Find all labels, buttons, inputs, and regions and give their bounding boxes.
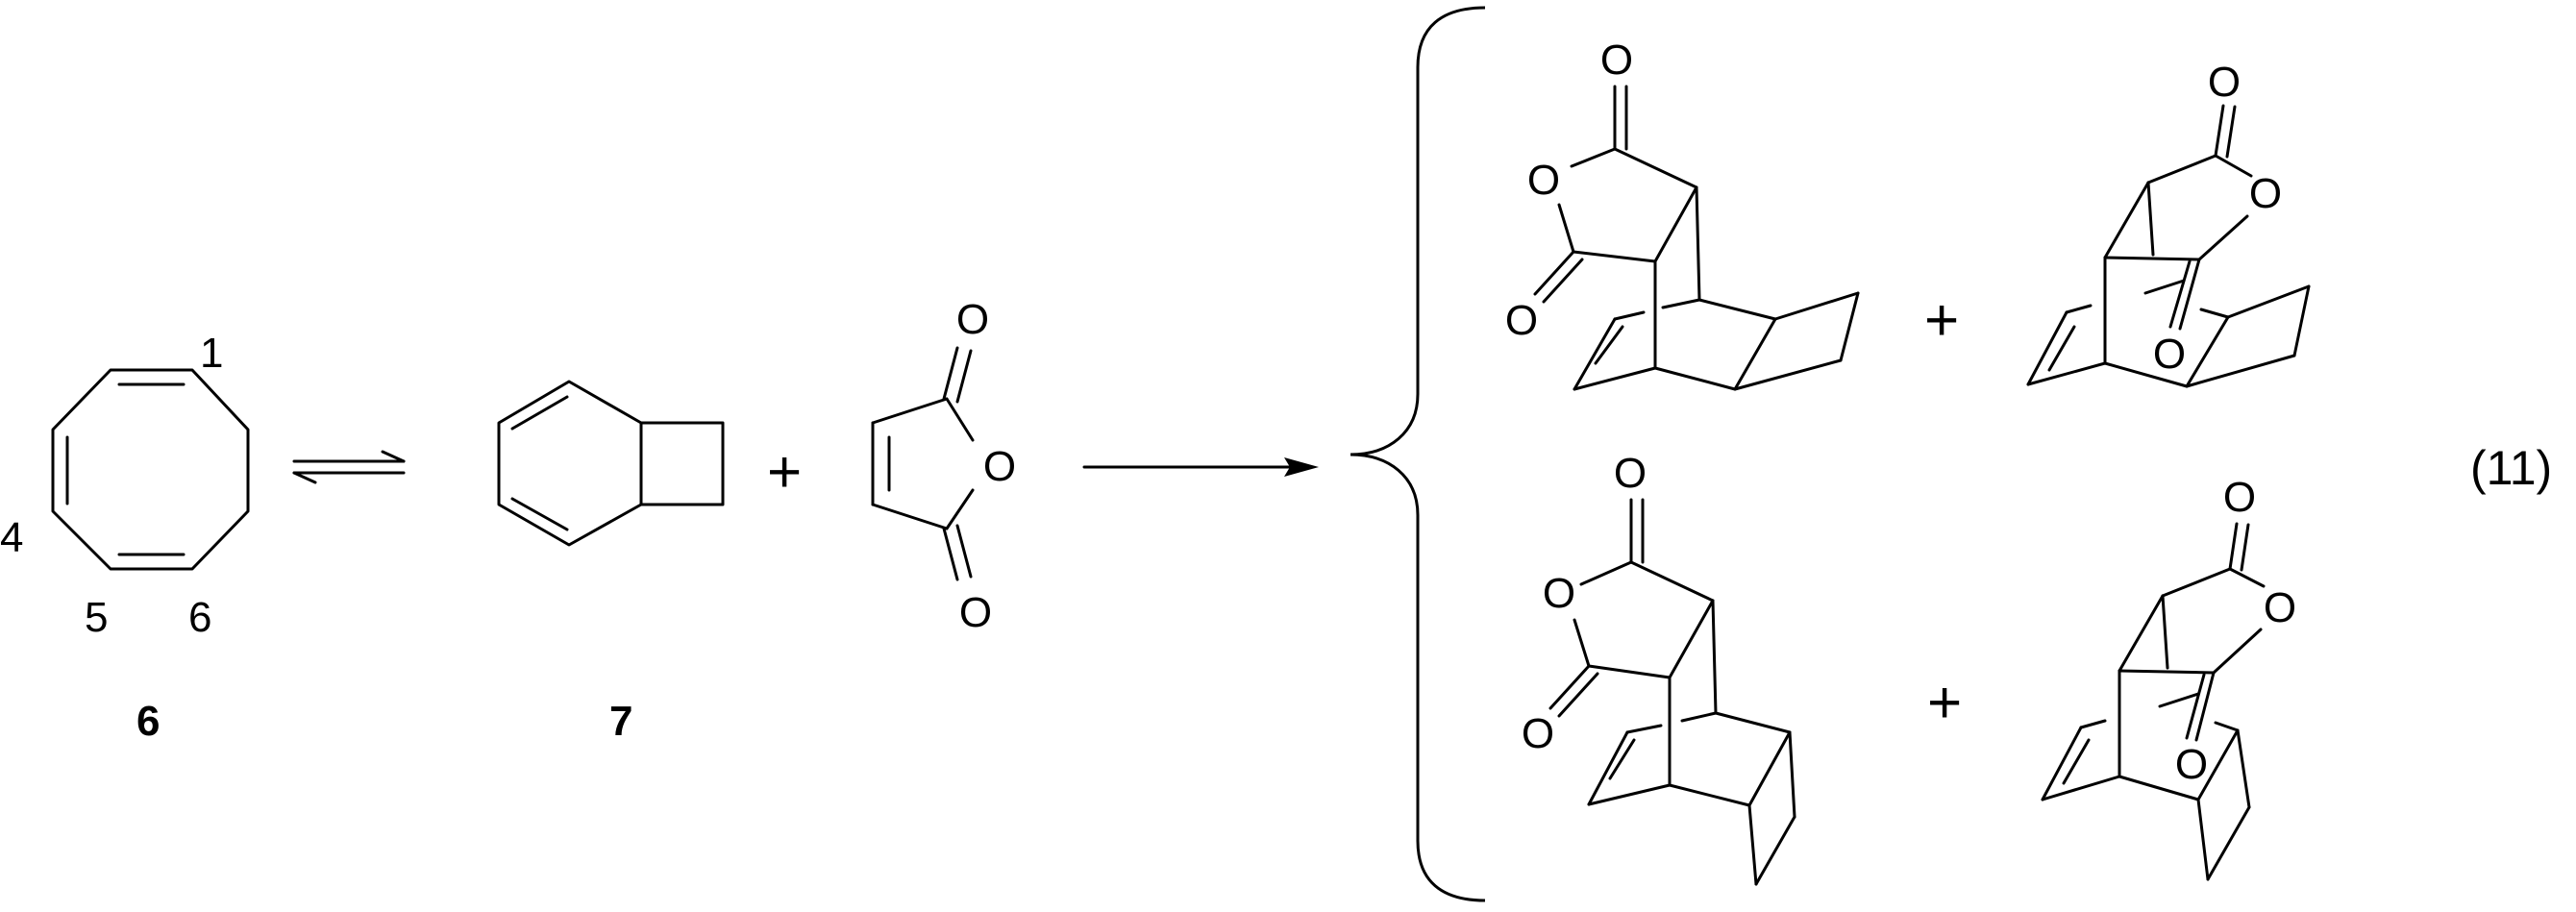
atom-o-ring: O: [983, 443, 1016, 490]
locant-1: 1: [200, 330, 223, 377]
equilibrium-arrow: [292, 450, 406, 484]
product-brace: [1350, 6, 1486, 902]
plus-sign-products-bottom: +: [1927, 670, 1962, 736]
cyclooctatriene-structure: [51, 368, 250, 571]
locant-5: 5: [85, 594, 108, 641]
p2-atom-o-3: O: [2153, 331, 2186, 378]
compound-label-6: 6: [136, 698, 160, 745]
p3-atom-o-3: O: [1522, 710, 1554, 757]
product-3-structure: [1548, 498, 1796, 886]
maleic-anhydride-structure: [871, 346, 975, 581]
p1-atom-o-3: O: [1505, 297, 1538, 344]
product-1-structure: [1533, 85, 1860, 391]
atom-o-carbonyl-bottom: O: [959, 589, 992, 636]
p1-atom-o-2: O: [1527, 157, 1560, 204]
bicyclooctadiene-structure: [497, 380, 725, 547]
p3-atom-o-1: O: [1614, 450, 1647, 497]
plus-sign-products-top: +: [1924, 287, 1959, 354]
p3-atom-o-2: O: [1543, 570, 1575, 617]
compound-label-7: 7: [609, 698, 632, 745]
p2-atom-o-2: O: [2249, 170, 2282, 217]
locant-6: 6: [188, 594, 211, 641]
p4-atom-o-2: O: [2264, 584, 2296, 631]
p4-atom-o-3: O: [2175, 741, 2208, 788]
p4-atom-o-1: O: [2223, 474, 2256, 521]
p2-atom-o-1: O: [2208, 59, 2241, 106]
p1-atom-o-1: O: [1600, 37, 1633, 84]
locant-4: 4: [0, 514, 23, 561]
product-2-structure: [2026, 104, 2311, 388]
product-4-structure: [2041, 522, 2266, 881]
reaction-arrow: [1082, 457, 1319, 477]
atom-o-carbonyl-top: O: [956, 296, 989, 343]
plus-sign-reactants: +: [767, 439, 802, 505]
equation-number: (11): [2470, 441, 2552, 495]
